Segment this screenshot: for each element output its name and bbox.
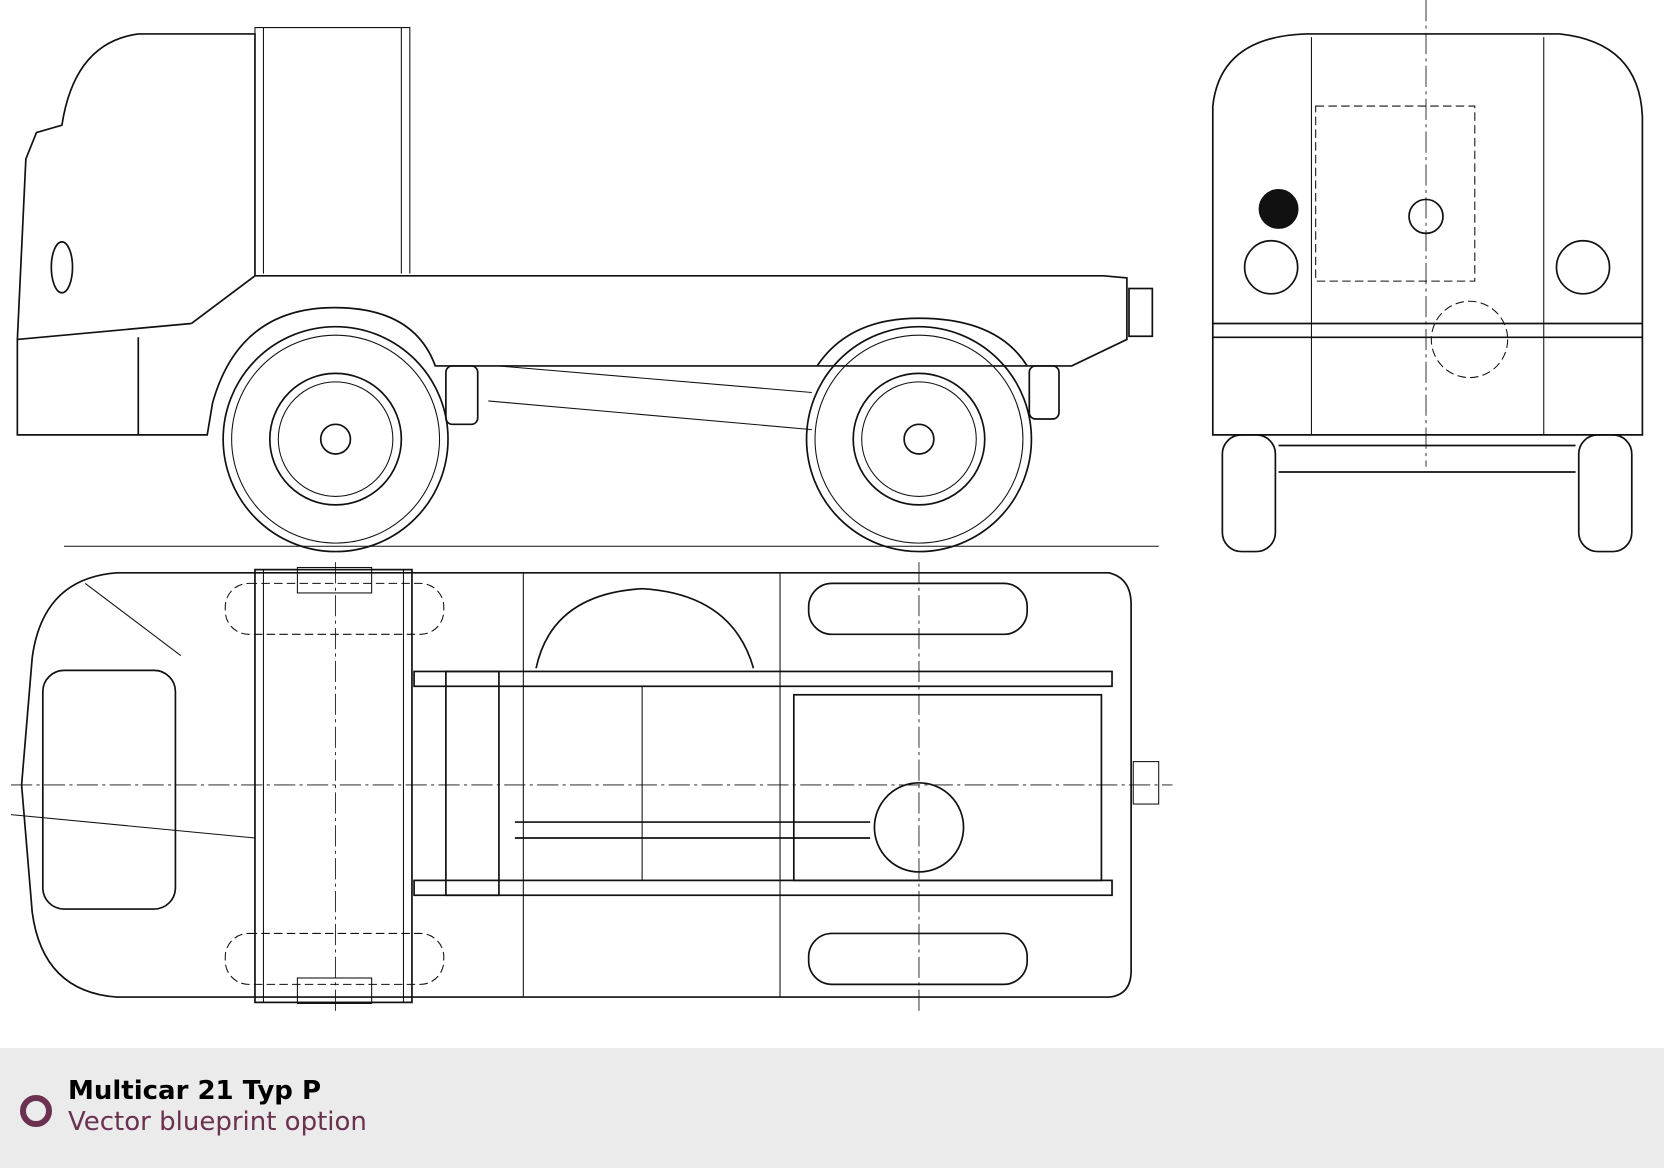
vehicle-blueprint-drawing	[10, 0, 1644, 1013]
caption-bar: Multicar 21 Typ P Vector blueprint optio…	[0, 1048, 1664, 1168]
side-view	[16, 27, 1159, 553]
blueprint-subtitle: Vector blueprint option	[68, 1107, 367, 1137]
blueprint-title: Multicar 21 Typ P	[68, 1076, 322, 1106]
ring-icon	[20, 1095, 52, 1127]
front-view	[1211, 0, 1644, 553]
top-view	[10, 562, 1173, 1013]
